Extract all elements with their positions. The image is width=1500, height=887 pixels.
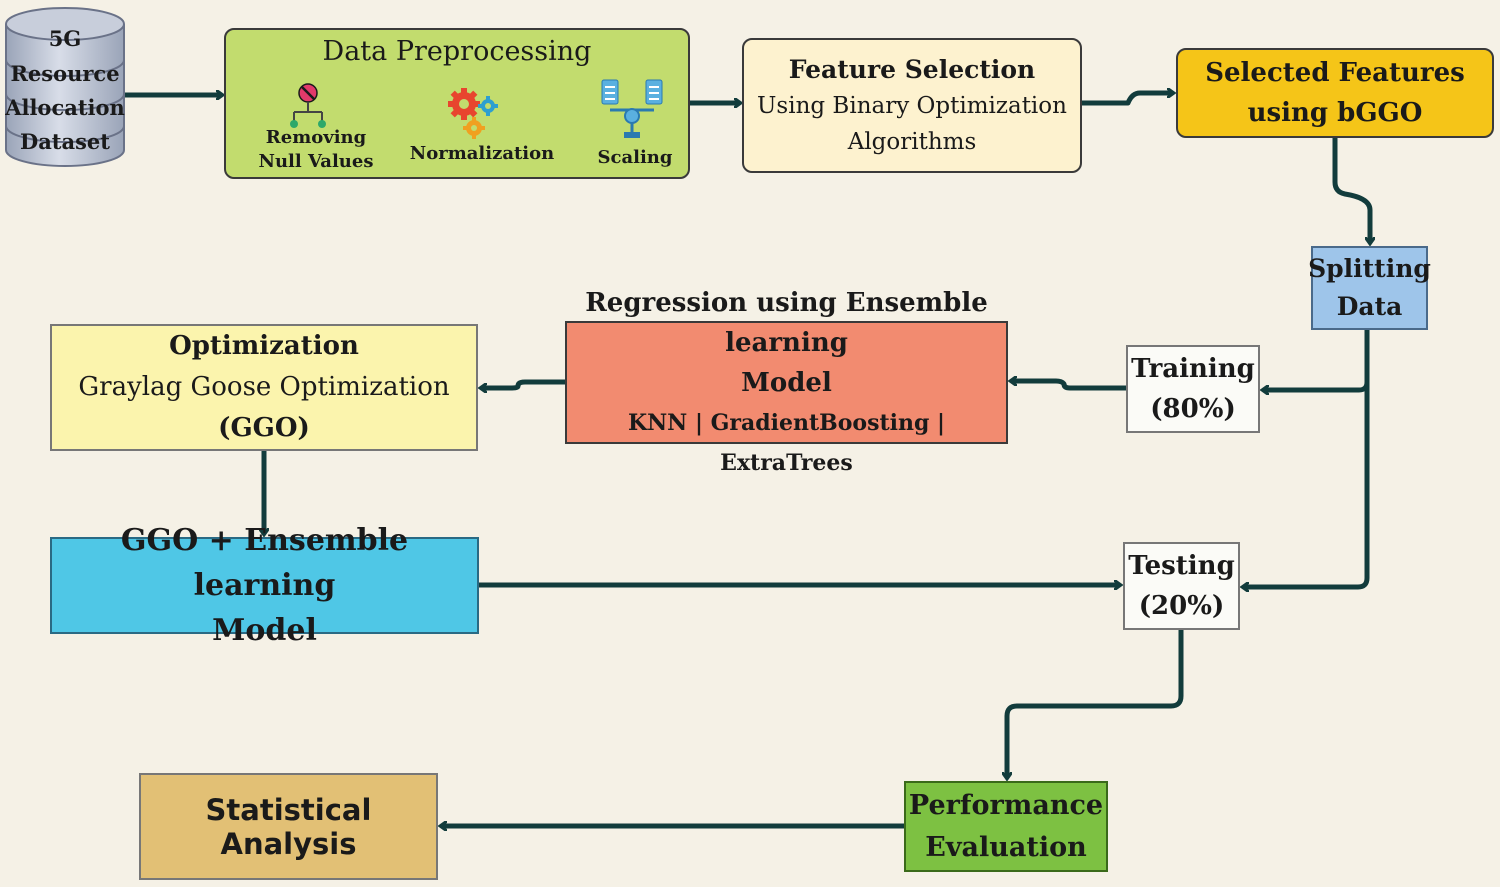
feature-selection-line2: Using Binary Optimization [757,92,1067,119]
ggo-model-line1: GGO + Ensemble learning [120,523,409,603]
database-cylinder-icon [5,7,125,167]
feature-selection-box: Feature Selection Using Binary Optimizat… [742,38,1082,173]
regression-line2: Model [741,367,832,398]
optimization-title: Optimization [169,331,359,361]
gears-icon [448,88,498,139]
arrow-splitting-to-training [1263,330,1370,390]
removing-null-label: Removing Null Values [250,126,382,174]
arrow-training-to-regression [1011,381,1126,391]
testing-line1: Testing [1128,551,1235,581]
training-line2: (80%) [1150,394,1236,424]
statistical-label: Statistical Analysis [205,792,372,861]
training-line1: Training [1131,354,1255,384]
dataset-label-line4: Dataset [19,129,110,154]
training-box: Training (80%) [1126,345,1260,433]
testing-line2: (20%) [1138,591,1225,621]
ggo-ensemble-model-box: GGO + Ensemble learning Model [50,523,479,648]
regression-line1: Regression using Ensemble learning [585,287,988,358]
optimization-box: Optimization Graylag Goose Optimization … [50,324,478,451]
dataset-label-line3: Allocation [5,95,125,120]
optimization-line3: (GGO) [218,413,310,443]
selected-features-line1: Selected Features [1205,58,1465,88]
dataset-node: 5G Resource Allocation Dataset [4,4,126,170]
arrow-testing-to-performance [1007,630,1184,778]
statistical-analysis-box: Statistical Analysis [139,773,438,880]
removing-null-line1: Removing [265,127,367,148]
performance-evaluation-box: Performance Evaluation [904,781,1108,872]
dataset-label-line1: 5G [48,26,82,51]
regression-box: Regression using Ensemble learning Model… [565,288,1008,476]
arrow-regression-to-optimization [481,379,565,388]
splitting-line2: Data [1336,292,1403,321]
scaling-servers-icon [601,79,663,138]
performance-line2: Evaluation [925,831,1087,863]
arrow-selected-to-splitting [1332,138,1370,243]
preprocessing-title: Data Preprocessing [322,36,592,67]
feature-selection-title: Feature Selection [788,54,1036,84]
splitting-data-box: Splitting Data [1308,246,1431,330]
normalization-label: Normalization [409,143,555,164]
removing-null-line2: Null Values [258,151,374,172]
hierarchy-null-icon [290,83,326,128]
arrow-feature-selection-to-selected [1082,93,1173,106]
selected-features-box: Selected Features using bGGO [1176,48,1494,138]
optimization-line2: Graylag Goose Optimization [78,372,450,402]
selected-features-line2: using bGGO [1247,98,1423,128]
testing-box: Testing (20%) [1123,542,1240,630]
performance-line1: Performance [908,789,1104,821]
regression-models: KNN | GradientBoosting | ExtraTrees [627,409,946,476]
dataset-label-line2: Resource [10,61,120,86]
scaling-label: Scaling [597,147,673,168]
ggo-model-line2: Model [212,613,317,648]
arrow-splitting-to-testing [1243,382,1370,587]
feature-selection-line3: Algorithms [847,128,977,155]
splitting-line1: Splitting [1308,254,1431,283]
